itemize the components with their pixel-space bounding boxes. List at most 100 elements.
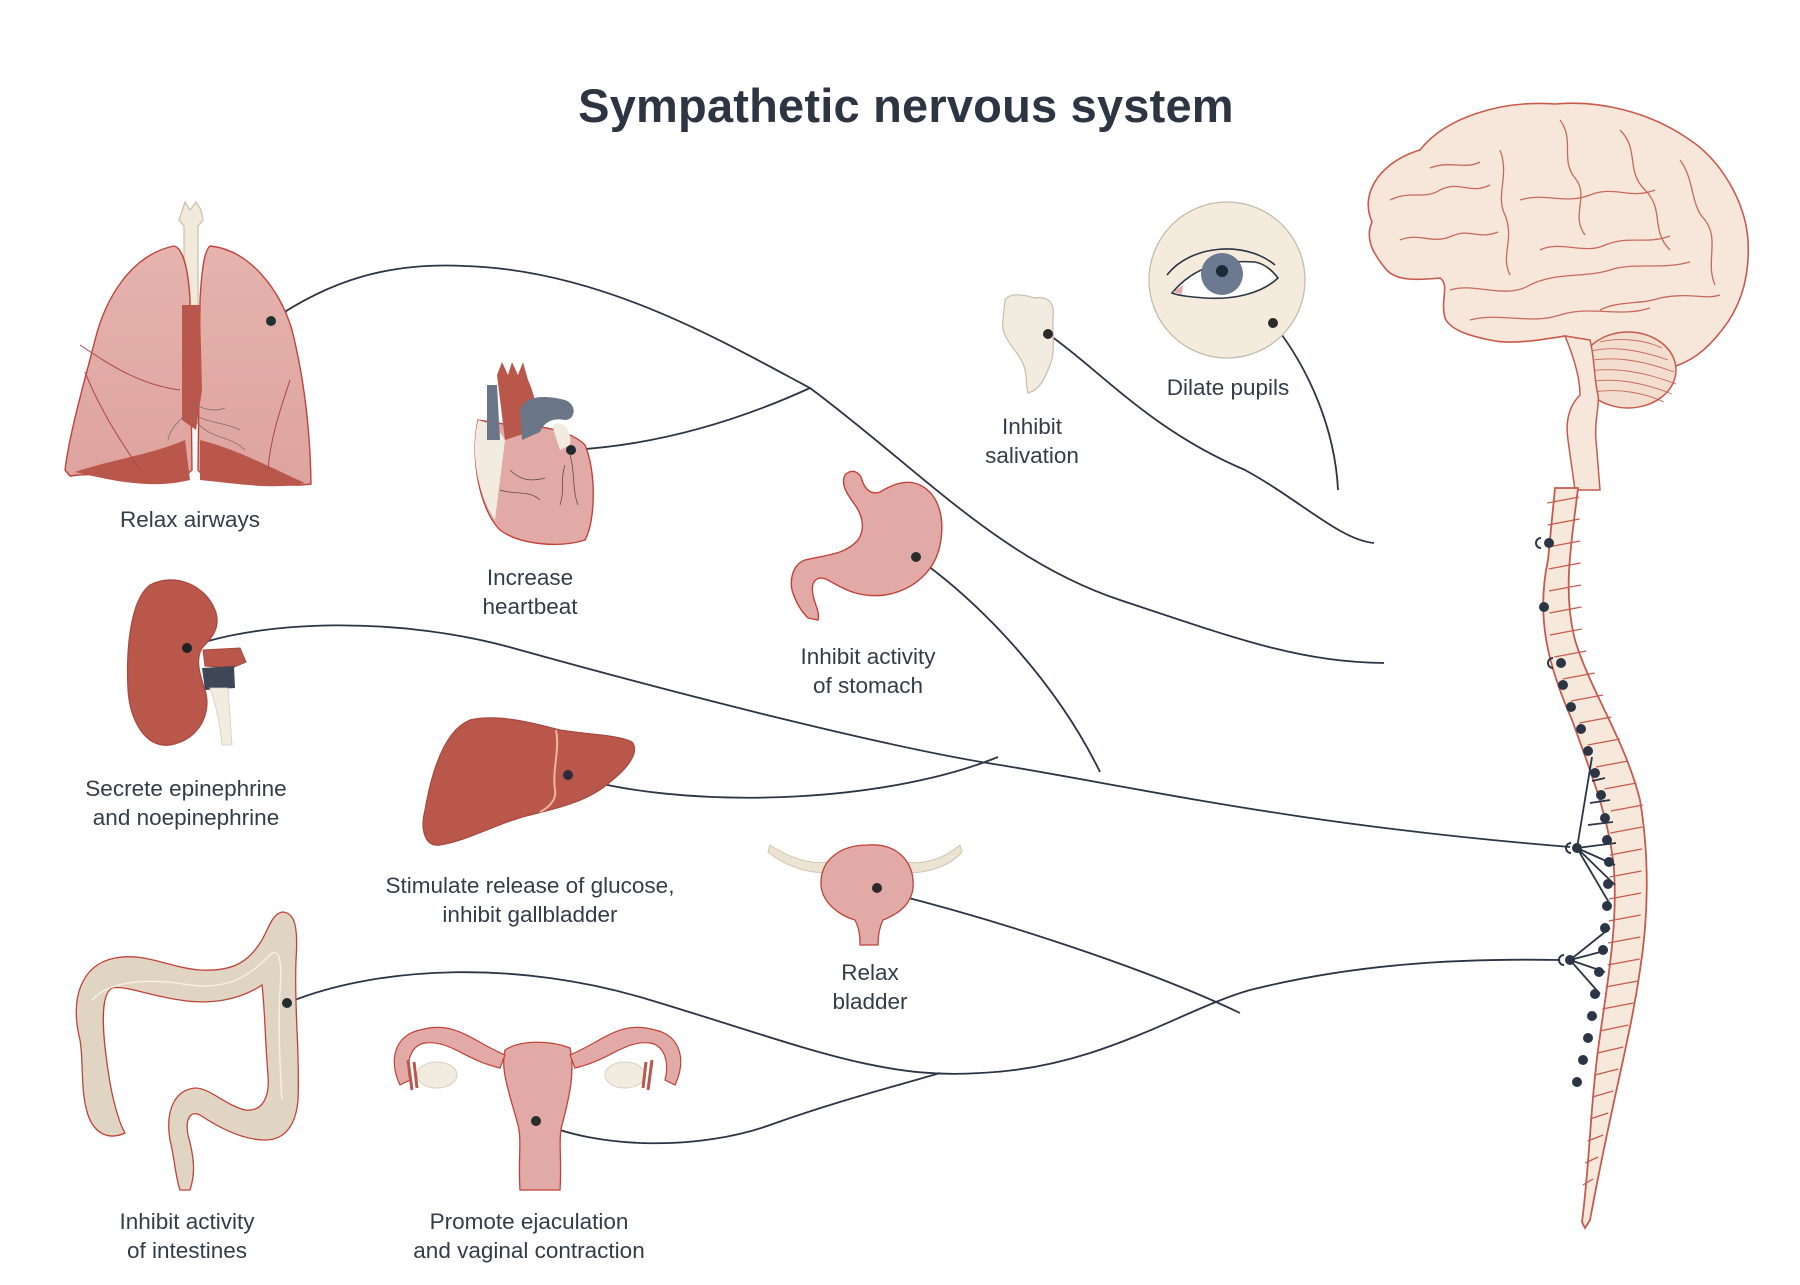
nerve-eye [1272, 322, 1339, 491]
vertebra-line [1596, 760, 1629, 768]
intestines-connection-dot [282, 998, 292, 1008]
ganglia-dots [1539, 538, 1614, 1087]
ganglion-dot [1600, 813, 1610, 823]
label-bladder: Relax bladder [832, 960, 908, 1014]
ganglion-dot [1583, 1033, 1593, 1043]
eyelid-crease [1166, 248, 1276, 276]
vertebra-line [1608, 936, 1641, 944]
atrium-left [552, 423, 571, 450]
vertebra-line [1549, 628, 1582, 636]
ganglion-dot [1565, 955, 1575, 965]
vertebra-line [1549, 606, 1582, 614]
lung-base-left [200, 440, 305, 487]
lung-vessels [167, 399, 246, 451]
pupil [1216, 265, 1228, 277]
label-reproductive: Promote ejaculation and vaginal contract… [413, 1209, 645, 1263]
label-heart: Increase heartbeat [482, 565, 578, 619]
right-fimbriae [641, 1059, 654, 1091]
eye-illustration [1148, 201, 1306, 359]
ganglion-twigs [1576, 777, 1617, 849]
vertebra-line [1610, 826, 1643, 834]
liver-connection-dot [563, 770, 573, 780]
right-lung [64, 245, 193, 482]
label-stomach: Inhibit activity of stomach [800, 644, 936, 698]
vertebra-line [1609, 870, 1642, 878]
falciform-ligament [539, 729, 559, 813]
taenia-coli [91, 951, 283, 1101]
vertebra-line [1592, 1090, 1614, 1098]
stomach-connection-dot [911, 552, 921, 562]
vertebra-line [1607, 958, 1640, 966]
vertebra-line [1548, 540, 1581, 548]
ganglion-dot [1572, 843, 1582, 853]
ganglion-dot [1604, 857, 1614, 867]
ganglion-dot [1576, 724, 1586, 734]
right-atrium [474, 420, 505, 520]
label-adrenal: Secrete epinephrine and noepinephrine [85, 776, 287, 830]
right-fallopian-tube [569, 1026, 682, 1086]
nerve-bladder [876, 889, 1241, 1014]
vertebra-line [1608, 892, 1642, 900]
nerve-lungs [270, 264, 1385, 664]
ganglion-dot [1590, 989, 1600, 999]
nerve-pathways [186, 264, 1617, 1145]
ganglion-dot [1558, 680, 1568, 690]
reproductive-connection-dot [531, 1116, 541, 1126]
lung-fissures [79, 344, 291, 471]
bladder-shape [820, 844, 914, 946]
ganglion-dot [1602, 901, 1612, 911]
ganglion-dot [1590, 768, 1600, 778]
ganglion-dot [1598, 945, 1608, 955]
label-intestines: Inhibit activity of intestines [119, 1209, 255, 1263]
reproductive-illustration [393, 1026, 682, 1191]
vertebra-line [1609, 848, 1643, 856]
vertebra-line [1582, 1178, 1594, 1186]
uterus-shape [503, 1041, 573, 1191]
vertebral-segments [1547, 496, 1643, 1186]
left-ureter [767, 844, 833, 874]
vena-cava [487, 385, 500, 440]
lung-base-right [75, 440, 190, 485]
right-ureter [902, 844, 963, 874]
spinal-cord [1542, 487, 1648, 1230]
nerve-stomach [915, 556, 1101, 773]
lungs-connection-dot [266, 316, 276, 326]
ganglion-trunk [1576, 756, 1593, 849]
eye-connection-dot [1268, 318, 1278, 328]
nerve-intestines [286, 958, 1561, 1075]
ganglion-fan-lower [1569, 927, 1611, 995]
vertebra-line [1554, 650, 1587, 658]
kidney-illustration [126, 579, 247, 746]
label-lungs: Relax airways [119, 507, 261, 532]
vertebra-line [1605, 980, 1638, 988]
label-liver: Stimulate release of glucose, inhibit ga… [385, 873, 675, 927]
vertebra-line [1587, 1134, 1604, 1142]
diagram-title: Sympathetic nervous system [578, 79, 1234, 132]
brain-illustration [1367, 102, 1750, 491]
heart-illustration [474, 362, 594, 545]
vertebra-line [1579, 716, 1612, 724]
ganglion-dot [1602, 835, 1612, 845]
ganglion-dot [1539, 602, 1549, 612]
cerebrum-shape [1367, 102, 1750, 371]
left-fallopian-tube [393, 1026, 506, 1086]
salivary-gland-shape [1001, 294, 1054, 394]
nerve-heart [570, 387, 811, 451]
brain-gyri [1389, 119, 1721, 321]
vertebra-line [1547, 496, 1580, 504]
vertebra-line [1610, 804, 1643, 812]
vertebra-line [1589, 1112, 1609, 1120]
aorta [182, 305, 202, 430]
vertebra-line [1585, 1156, 1599, 1164]
vertebra-line [1587, 738, 1620, 746]
stomach-illustration [790, 470, 943, 621]
nerve-adrenal [186, 624, 1571, 848]
ganglion-dot [1583, 746, 1593, 756]
vertebra-line [1570, 694, 1604, 702]
stomach-shape [790, 470, 943, 621]
ganglion-dot [1587, 1011, 1597, 1021]
ganglion-dot [1594, 967, 1604, 977]
nerve-reproductive [535, 1072, 941, 1145]
intestines-illustration [75, 911, 300, 1191]
lungs-illustration [64, 200, 312, 487]
